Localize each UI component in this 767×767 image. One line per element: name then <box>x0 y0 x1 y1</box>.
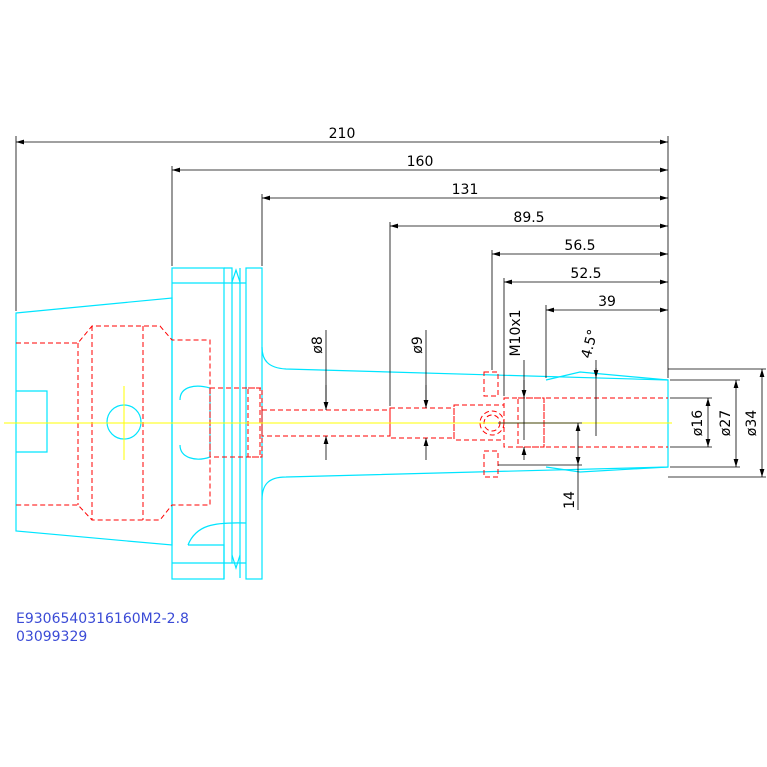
dim-39-label: 39 <box>598 294 616 310</box>
title-block: E9306540316160M2-2.8 03099329 <box>16 611 189 645</box>
dia-27-label: ø27 <box>718 410 734 436</box>
dim-56-5-label: 56.5 <box>564 238 595 254</box>
dim-89-5-label: 89.5 <box>513 210 544 226</box>
thread-label: M10x1 <box>508 309 524 356</box>
dimension-labels: 210 160 131 89.5 56.5 52.5 39 ø8 ø9 M10x… <box>310 126 760 509</box>
dim-210-label: 210 <box>329 126 356 142</box>
part-number-text: E9306540316160M2-2.8 <box>16 611 189 627</box>
code-text: 03099329 <box>16 629 87 645</box>
dia-9-label: ø9 <box>410 336 426 353</box>
dim-14-label: 14 <box>562 491 578 509</box>
dia-16-label: ø16 <box>690 410 706 436</box>
part-outline <box>15 267 669 580</box>
angle-label: 4.5° <box>579 328 602 360</box>
dim-160-label: 160 <box>407 154 434 170</box>
dia-34-label: ø34 <box>744 410 760 436</box>
dim-52-5-label: 52.5 <box>570 266 601 282</box>
dim-131-label: 131 <box>452 182 479 198</box>
dimension-lines <box>15 136 766 510</box>
dia-8-label: ø8 <box>310 336 326 353</box>
